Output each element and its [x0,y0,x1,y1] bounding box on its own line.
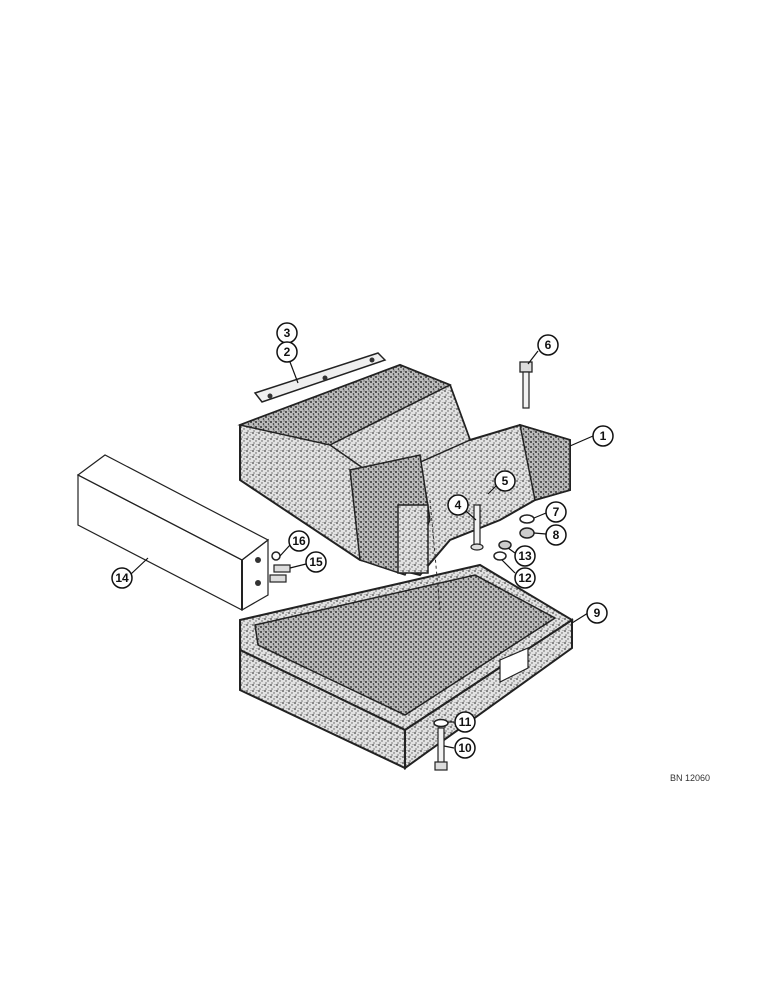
callout-14: 14 [111,567,133,589]
callout-4: 4 [447,494,469,516]
strap-plate-part [253,352,387,403]
callout-6-label: 6 [545,338,552,352]
callout-15: 15 [305,551,327,573]
nuts-washers-part [493,514,535,561]
guard-bolts-part [269,551,291,583]
callout-4-label: 4 [455,498,462,512]
callout-13-label: 13 [518,549,532,563]
guard-shield-part [76,454,270,612]
callout-10-label: 10 [458,741,472,755]
callout-11: 11 [454,711,476,733]
callout-12-label: 12 [518,571,532,585]
bottom-bolt-part [433,718,449,771]
callout-8: 8 [545,524,567,546]
callout-7: 7 [545,501,567,523]
callout-16-label: 16 [292,534,306,548]
callout-1-label: 1 [600,429,607,443]
callout-9: 9 [586,602,608,624]
callout-1: 1 [592,425,614,447]
leader-lines [130,350,594,749]
callout-2: 2 [276,341,298,363]
bolt-6-part [519,361,533,409]
callout-3: 3 [276,322,298,344]
callout-11-label: 11 [459,715,472,729]
callout-15-label: 15 [309,555,323,569]
bottom-weight-tray-part [239,563,574,770]
callout-8-label: 8 [553,528,560,542]
callout-2-label: 2 [284,345,291,359]
callout-12: 12 [514,567,536,589]
bolt-4-part [470,504,484,551]
callout-6: 6 [537,334,559,356]
upper-weight-block-part [237,363,571,611]
callout-16: 16 [288,530,310,552]
callout-14-label: 14 [115,571,129,585]
reference-code: BN 12060 [670,773,710,783]
callout-5: 5 [494,470,516,492]
callout-7-label: 7 [553,505,560,519]
callout-10: 10 [454,737,476,759]
callout-13: 13 [514,545,536,567]
callout-5-label: 5 [502,474,509,488]
callout-3-label: 3 [284,326,291,340]
callout-9-label: 9 [594,606,601,620]
